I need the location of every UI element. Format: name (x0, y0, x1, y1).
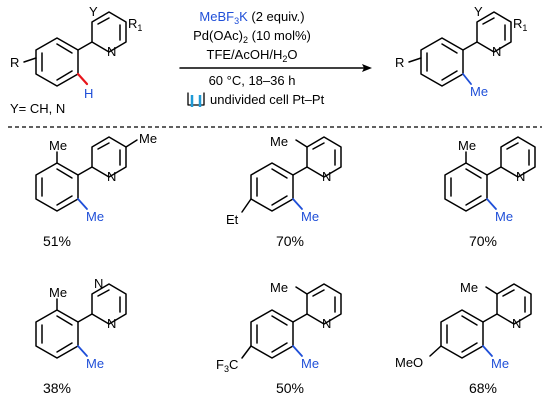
substrate-r1-label: R1 (128, 16, 142, 33)
compound-4 (35, 283, 127, 359)
compound-5 (241, 283, 342, 359)
reaction-arrow (179, 64, 372, 72)
compound-4-me-top: Me (49, 285, 67, 300)
product-n-label: N (492, 44, 501, 59)
compound-2-me-new: Me (301, 209, 319, 224)
substrate-structure (23, 11, 127, 87)
compound-2-n: N (322, 169, 331, 184)
compound-1-me-top: Me (49, 138, 67, 153)
substrate-n-label: N (107, 44, 116, 59)
compound-6 (429, 283, 532, 359)
compound-5-cf3: F3C (216, 357, 238, 374)
reagent-label: MeBF3K (2 equiv.) (199, 9, 304, 26)
compound-5-yield: 50% (276, 380, 304, 396)
product-y-label: Y (474, 4, 483, 19)
substrate-y-label: Y (89, 4, 98, 19)
compound-6-meo: MeO (395, 355, 423, 370)
compound-5-me-top: Me (270, 280, 288, 295)
compound-6-yield: 68% (469, 380, 497, 396)
compound-6-me-top: Me (460, 280, 478, 295)
compound-1-yield: 51% (43, 233, 71, 249)
compound-4-n1: N (94, 276, 103, 291)
solvent-label: TFE/AcOH/H2O (207, 47, 298, 64)
compound-4-n2: N (107, 316, 116, 331)
compound-1-me-ring: Me (139, 131, 157, 146)
y-definition-label: Y= CH, N (10, 101, 65, 116)
compound-3-me-new: Me (495, 209, 513, 224)
substrate-h-label: H (84, 86, 93, 101)
compound-2 (241, 136, 342, 213)
product-r1-label: R1 (513, 16, 527, 33)
compound-3-yield: 70% (469, 233, 497, 249)
compound-2-et: Et (226, 212, 239, 227)
compound-1-n: N (107, 169, 116, 184)
product-me-label: Me (470, 84, 488, 99)
compound-1-me-new: Me (86, 209, 104, 224)
compound-1 (35, 136, 138, 212)
product-r-label: R (395, 55, 404, 70)
compound-5-n: N (322, 316, 331, 331)
product-structure (408, 11, 512, 87)
compound-6-me-new: Me (491, 356, 509, 371)
substrate-r-label: R (10, 55, 19, 70)
compound-2-yield: 70% (276, 233, 304, 249)
compound-4-me-new: Me (86, 356, 104, 371)
compound-5-me-new: Me (301, 356, 319, 371)
electrode-icon (187, 92, 205, 107)
compound-4-yield: 38% (43, 380, 71, 396)
compound-3-n: N (516, 169, 525, 184)
compound-3-me-top: Me (458, 138, 476, 153)
cell-label: undivided cell Pt–Pt (210, 92, 325, 107)
catalyst-label: Pd(OAc)2 (10 mol%) (193, 28, 311, 45)
conditions-label: 60 °C, 18–36 h (209, 73, 296, 88)
compound-6-n: N (512, 316, 521, 331)
compound-3 (444, 136, 536, 212)
compound-2-me-top: Me (270, 134, 288, 149)
